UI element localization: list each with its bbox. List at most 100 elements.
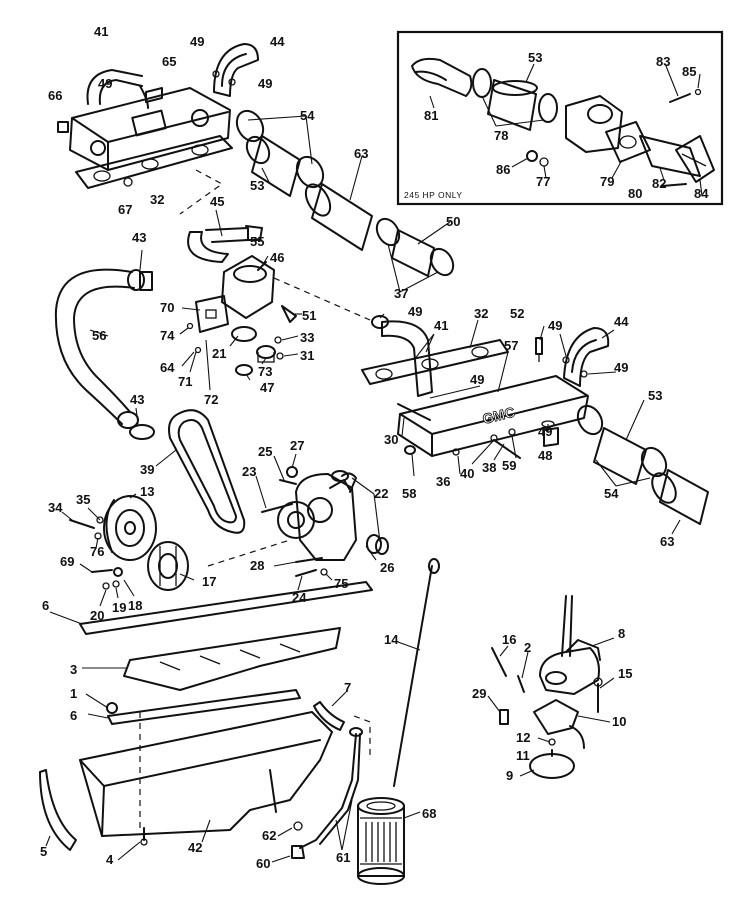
callout-c77: 77 [536,174,550,189]
thermostat-housing [179,209,371,391]
callout-c68: 68 [422,806,436,821]
upper-left-manifold [57,43,259,215]
drive-belt [155,409,246,534]
callout-c76: 76 [90,544,104,559]
inset-245hp [396,30,724,206]
callout-c71: 71 [178,374,192,389]
callout-c33: 33 [300,330,314,345]
callout-c64: 64 [160,360,175,375]
callout-c39: 39 [140,462,154,477]
callout-c21: 21 [212,346,226,361]
callout-c72: 72 [204,392,218,407]
callout-c81: 81 [424,108,438,123]
callout-c45: 45 [210,194,224,209]
callout-c41b: 41 [434,318,448,333]
hose-56 [54,249,155,440]
callout-c30: 30 [384,432,398,447]
callout-c37: 37 [394,286,408,301]
callout-c11: 11 [516,748,530,763]
callout-c7: 7 [344,680,351,695]
callout-c59: 59 [502,458,516,473]
callout-c2: 2 [524,640,531,655]
callout-c28: 28 [250,558,264,573]
callout-c47: 47 [260,380,274,395]
oil-pump [487,595,615,779]
water-pump [255,453,389,591]
callout-c34: 34 [48,500,63,515]
callout-c56: 56 [92,328,106,343]
callout-c9: 9 [506,768,513,783]
callout-c22: 22 [374,486,388,501]
callout-c86: 86 [496,162,510,177]
callout-c40: 40 [460,466,474,481]
callout-c43b: 43 [130,392,144,407]
callout-c48: 48 [538,448,552,463]
callout-c31: 31 [300,348,314,363]
callout-c35: 35 [76,492,90,507]
callout-c16: 16 [502,632,516,647]
callout-c19: 19 [112,600,126,615]
callout-c54a: 54 [300,108,315,123]
callout-c5: 5 [40,844,47,859]
upper-sleeves [235,109,455,293]
callout-c63b: 63 [660,534,674,549]
callout-c20: 20 [90,608,104,623]
callout-c49h: 49 [538,424,552,439]
callout-c74: 74 [160,328,175,343]
callout-c6a: 6 [42,598,49,613]
callout-c44b: 44 [614,314,629,329]
callout-c53b: 53 [648,388,662,403]
callout-c36: 36 [436,474,450,489]
callout-c3: 3 [70,662,77,677]
dipstick-tube [271,727,363,863]
callout-c1: 1 [70,686,77,701]
callout-c79: 79 [600,174,614,189]
callout-c85: 85 [682,64,696,79]
callout-c70: 70 [160,300,174,315]
callout-c49c: 49 [258,76,272,91]
callout-c26: 26 [380,560,394,575]
callout-c41a: 41 [94,24,108,39]
callout-c12: 12 [516,730,530,745]
callout-c69: 69 [60,554,74,569]
callout-c46: 46 [270,250,284,265]
dipstick [393,558,440,787]
callout-c51: 51 [302,308,316,323]
callout-c43a: 43 [132,230,146,245]
callout-c17: 17 [202,574,216,589]
callout-c83: 83 [656,54,670,69]
callout-c13: 13 [140,484,154,499]
oil-filter [357,797,421,885]
callout-c58: 58 [402,486,416,501]
callout-c67: 67 [118,202,132,217]
callout-c6b: 6 [70,708,77,723]
callout-c80: 80 [628,186,642,201]
callout-c42: 42 [188,840,202,855]
pulleys [61,493,291,607]
callout-c23: 23 [242,464,256,479]
oil-pan-assembly [39,581,373,861]
callout-c38: 38 [482,460,496,475]
callout-c66: 66 [48,88,62,103]
callout-c78: 78 [494,128,508,143]
callout-c24: 24 [292,590,307,605]
callout-c27: 27 [290,438,304,453]
callout-c32a: 32 [150,192,164,207]
callout-c44a: 44 [270,34,285,49]
callout-c49f: 49 [614,360,628,375]
callout-c50: 50 [446,214,460,229]
callout-c84: 84 [694,186,709,201]
callout-c49g: 49 [470,372,484,387]
callout-c61: 61 [336,850,350,865]
callout-c10: 10 [612,714,626,729]
callout-c18: 18 [128,598,142,613]
callout-c29: 29 [472,686,486,701]
callout-c65: 65 [162,54,176,69]
inset-caption: 245 HP ONLY [404,190,463,200]
callout-c49e: 49 [548,318,562,333]
callout-c57: 57 [504,338,518,353]
callout-c52: 52 [510,306,524,321]
callout-c8: 8 [618,626,625,641]
callout-c60: 60 [256,856,270,871]
